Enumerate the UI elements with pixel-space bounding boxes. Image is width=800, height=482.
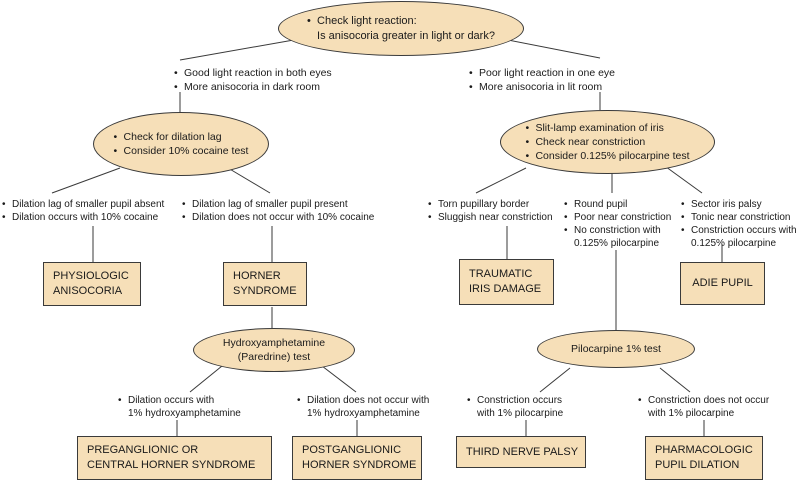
physiologic-anisocoria-text: PHYSIOLOGIC ANISOCORIA [53,270,129,297]
left-branch-item: Good light reaction in both eyes [174,66,332,80]
root-item: Check light reaction: Is anisocoria grea… [307,14,495,44]
torn-border-label: Torn pupillary borderSluggish near const… [428,198,553,224]
round-pupil-label: Round pupilPoor near constrictionNo cons… [564,198,671,250]
dilation-present-label: Dilation lag of smaller pupil presentDil… [182,198,374,224]
root-text: Check light reaction: Is anisocoria grea… [307,14,495,44]
traumatic-iris-damage-box: TRAUMATIC IRIS DAMAGE [459,259,554,305]
right-branch-label: Poor light reaction in one eyeMore aniso… [469,66,615,94]
r1-item: Sluggish near constriction [428,211,553,224]
traumatic-iris-damage-text: TRAUMATIC IRIS DAMAGE [469,268,542,295]
pharmacologic-dilation-text: PHARMACOLOGIC PUPIL DILATION [655,444,753,471]
connector-root-left [179,37,306,61]
root-oval: Check light reaction: Is anisocoria grea… [278,1,524,56]
hr-item: Dilation does not occur with 1% hydroxya… [297,394,429,420]
physiologic-anisocoria-box: PHYSIOLOGIC ANISOCORIA [43,262,141,306]
postganglionic-horner-text: POSTGANGLIONIC HORNER SYNDROME [302,444,417,471]
connector-pilo-pl [539,367,571,393]
ll-item: Dilation occurs with 10% cocaine [2,211,164,224]
adie-pupil-text: ADIE PUPIL [692,277,753,289]
constriction-not-occur-label: Constriction does not occur with 1% pilo… [638,394,769,420]
pilocarpine-test-text: Pilocarpine 1% test [571,343,661,355]
slit-lamp-oval: Slit-lamp examination of irisCheck near … [500,110,715,174]
ll-item: Dilation lag of smaller pupil absent [2,198,164,211]
connector-leftoval-ll [51,167,121,194]
dilation-not-occur-label: Dilation does not occur with 1% hydroxya… [297,394,429,420]
third-nerve-palsy-text: THIRD NERVE PALSY [466,445,579,458]
preganglionic-horner-box: PREGANGLIONIC OR CENTRAL HORNER SYNDROME [77,436,272,480]
r3-item: Constriction occurs with 0.125% pilocarp… [681,224,797,250]
postganglionic-horner-box: POSTGANGLIONIC HORNER SYNDROME [292,436,422,480]
left-branch-item: More anisocoria in dark room [174,80,332,94]
right-oval-item: Check near constriction [525,135,689,149]
left-branch-label: Good light reaction in both eyesMore ani… [174,66,332,94]
r3-item: Sector iris palsy [681,198,797,211]
connector-rightoval-r1 [475,167,527,194]
constriction-occurs-label: Constriction occurs with 1% pilocarpine [467,394,563,420]
r2-item: No constriction with 0.125% pilocarpine [564,224,671,250]
sector-palsy-label: Sector iris palsyTonic near constriction… [681,198,797,250]
connector-hydroxy-hr [321,365,357,393]
connector-rightoval-r3 [661,163,703,194]
connector-leftoval-lr [227,167,271,194]
right-branch-item: More anisocoria in lit room [469,80,615,94]
horner-syndrome-text: HORNER SYNDROME [233,270,297,297]
left-oval-item: Check for dilation lag [114,130,249,144]
r1-item: Torn pupillary border [428,198,553,211]
right-branch-item: Poor light reaction in one eye [469,66,615,80]
right-oval-item: Slit-lamp examination of iris [525,121,689,135]
right-oval-item: Consider 0.125% pilocarpine test [525,149,689,163]
dilation-absent-label: Dilation lag of smaller pupil absentDila… [2,198,164,224]
r3-item: Tonic near constriction [681,211,797,224]
dilation-occurs-label: Dilation occurs with 1% hydroxyamphetami… [118,394,241,420]
adie-pupil-box: ADIE PUPIL [680,262,765,305]
r2-item: Poor near constriction [564,211,671,224]
r2-item: Round pupil [564,198,671,211]
connector-pilo-pr [659,367,691,393]
pharmacologic-dilation-box: PHARMACOLOGIC PUPIL DILATION [645,436,763,480]
pilocarpine-test-oval: Pilocarpine 1% test [537,330,695,368]
hydroxyamphetamine-test-text: Hydroxyamphetamine (Paredrine) test [222,337,326,363]
third-nerve-palsy-box: THIRD NERVE PALSY [456,436,586,468]
pl-item: Constriction occurs with 1% pilocarpine [467,394,563,420]
pr-item: Constriction does not occur with 1% pilo… [638,394,769,420]
connector-root-right [497,37,601,59]
hydroxyamphetamine-test-oval: Hydroxyamphetamine (Paredrine) test [193,328,355,372]
lr-item: Dilation lag of smaller pupil present [182,198,374,211]
connector-hydroxy-hl [189,365,223,393]
lr-item: Dilation does not occur with 10% cocaine [182,211,374,224]
hl-item: Dilation occurs with 1% hydroxyamphetami… [118,394,241,420]
left-oval-item: Consider 10% cocaine test [114,144,249,158]
preganglionic-horner-text: PREGANGLIONIC OR CENTRAL HORNER SYNDROME [87,444,256,471]
horner-syndrome-box: HORNER SYNDROME [223,262,307,306]
dilation-lag-oval: Check for dilation lagConsider 10% cocai… [93,112,269,176]
